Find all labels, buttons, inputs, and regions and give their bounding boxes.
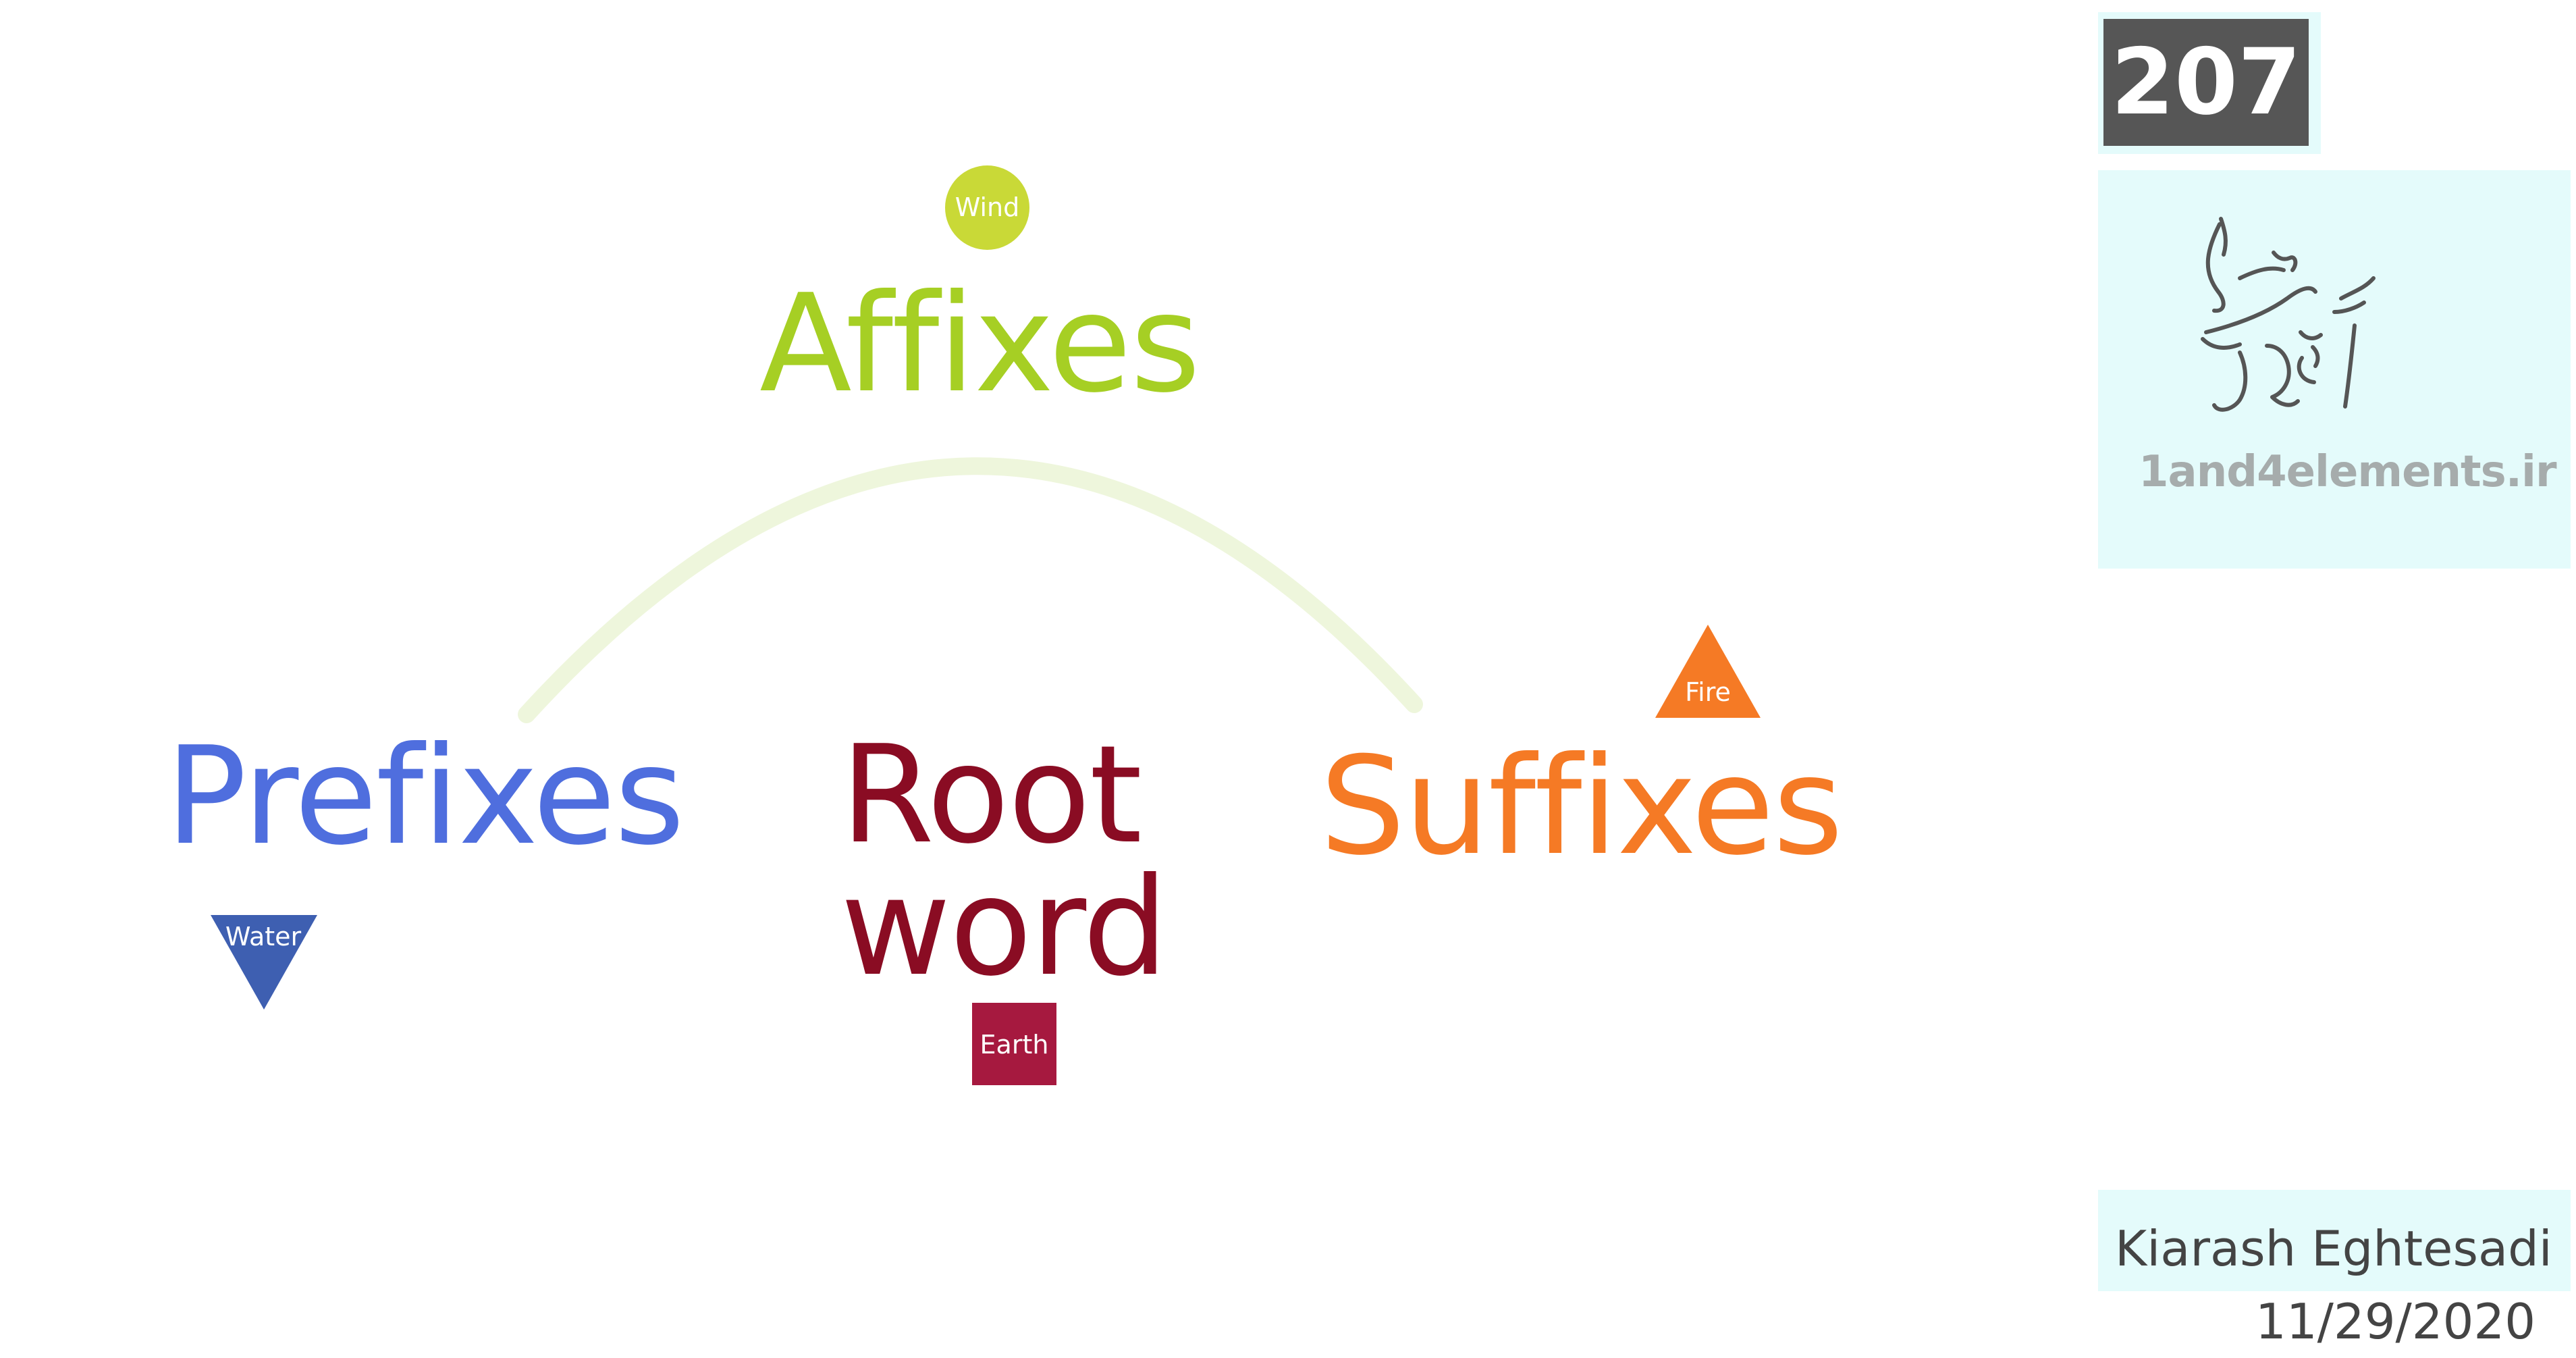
number-badge: 207 [2103,19,2309,146]
fire-label: Fire [1685,677,1731,707]
author-name: Kiarash Eghtesadi [2115,1220,2552,1277]
fire-triangle-icon: Fire [1654,625,1762,722]
water-label: Water [225,922,302,951]
wind-label: Wind [955,192,1020,222]
water-triangle-icon: Water [211,915,319,1016]
author-panel: Kiarash Eghtesadi [2098,1190,2571,1291]
brand-panel: 1and4elements.ir [2098,170,2571,569]
suffixes-label: Suffixes [1320,728,1844,885]
site-url: 1and4elements.ir [2139,447,2557,497]
root-line-1: Root [840,716,1142,874]
number-badge-panel: 207 [2098,12,2321,154]
wind-circle-icon: Wind [945,165,1029,250]
root-line-2: word [840,849,1169,1006]
earth-square-icon: Earth [972,1003,1056,1085]
date-label: 11/29/2020 [2255,1293,2535,1350]
affixes-label: Affixes [759,265,1201,423]
root-word-label: Root word [840,716,1169,1006]
prefixes-label: Prefixes [165,718,685,875]
earth-label: Earth [980,1030,1049,1060]
calligraphy-logo-icon [2201,217,2376,412]
